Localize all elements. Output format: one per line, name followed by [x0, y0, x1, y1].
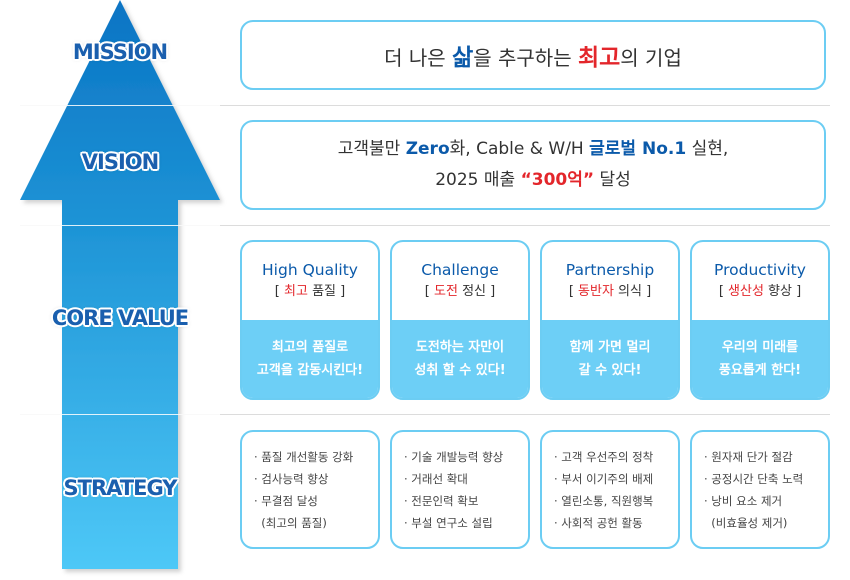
vision-text: 화, Cable & W/H	[449, 139, 590, 159]
vision-highlight-zero: Zero	[405, 139, 450, 159]
strategy-item: · 사회적 공헌 활동	[554, 516, 643, 530]
vision-box: 고객불만 Zero화, Cable & W/H 글로벌 No.1 실현, 202…	[240, 120, 826, 210]
strategy-item: (최고의 품질)	[254, 516, 327, 530]
strategy-box-productivity: · 원자재 단가 절감 · 공정시간 단축 노력 · 낭비 요소 제거 (비효율…	[690, 430, 830, 549]
strategy-item: · 원자재 단가 절감	[704, 450, 793, 464]
card-description: 우리의 미래를 풍요롭게 한다!	[692, 320, 828, 398]
core-value-card-quality: High Quality [ 최고 품질 ] 최고의 품질로 고객을 감동시킨다…	[240, 240, 380, 400]
strategy-item: · 고객 우선주의 정착	[554, 450, 654, 464]
strategy-box-quality: · 품질 개선활동 강화 · 검사능력 향상 · 무결점 달성 (최고의 품질)	[240, 430, 380, 549]
strategy-item: · 전문인력 확보	[404, 494, 479, 508]
strategy-item: · 거래선 확대	[404, 472, 468, 486]
card-subtitle: [ 최고 품질 ]	[274, 284, 346, 299]
strategy-item: · 낭비 요소 제거	[704, 494, 783, 508]
vision-text: 달성	[594, 170, 631, 190]
vision-text: 2025 매출	[435, 170, 521, 190]
strategy-box-partnership: · 고객 우선주의 정착 · 부서 이기주의 배제 · 열린소통, 직원행복 ·…	[540, 430, 680, 549]
strategy-item: · 부설 연구소 설립	[404, 516, 493, 530]
card-description: 도전하는 자만이 성취 할 수 있다!	[392, 320, 528, 398]
arrow-up-icon	[20, 0, 220, 569]
mission-text: 을 추구하는	[473, 46, 578, 70]
arrow-graphic	[0, 0, 240, 580]
strategy-item: · 부서 이기주의 배제	[554, 472, 654, 486]
mission-statement: 더 나은 삶을 추구하는 최고의 기업	[384, 38, 682, 72]
strategy-box-challenge: · 기술 개발능력 향상 · 거래선 확대 · 전문인력 확보 · 부설 연구소…	[390, 430, 530, 549]
strategy-item: · 열린소통, 직원행복	[554, 494, 654, 508]
strategy-item: · 무결점 달성	[254, 494, 318, 508]
core-value-card-productivity: Productivity [ 생산성 향상 ] 우리의 미래를 풍요롭게 한다!	[690, 240, 830, 400]
strategy-label: STRATEGY	[63, 476, 178, 500]
divider-vision-corevalue	[20, 225, 830, 226]
vision-text: 고객불만	[337, 139, 406, 159]
vision-line-2: 2025 매출 “300억” 달성	[435, 165, 631, 196]
strategy-item: · 공정시간 단축 노력	[704, 472, 804, 486]
mission-label: MISSION	[72, 40, 168, 64]
core-value-card-challenge: Challenge [ 도전 정신 ] 도전하는 자만이 성취 할 수 있다!	[390, 240, 530, 400]
card-title: Productivity	[714, 261, 806, 279]
card-subtitle: [ 생산성 향상 ]	[718, 284, 802, 299]
divider-corevalue-strategy	[20, 414, 830, 415]
strategy-item: (비효율성 제거)	[704, 516, 788, 530]
mission-box: 더 나은 삶을 추구하는 최고의 기업	[240, 20, 826, 90]
card-subtitle: [ 도전 정신 ]	[424, 284, 496, 299]
mission-highlight-best: 최고	[577, 45, 621, 71]
mission-text: 더 나은	[384, 46, 453, 70]
strategy-item: · 품질 개선활동 강화	[254, 450, 354, 464]
strategy-item: · 기술 개발능력 향상	[404, 450, 504, 464]
card-description: 최고의 품질로 고객을 감동시킨다!	[242, 320, 378, 398]
card-description: 함께 가면 멀리 갈 수 있다!	[542, 320, 678, 398]
card-title: Partnership	[565, 261, 655, 279]
mission-highlight-life: 삶	[452, 45, 474, 71]
vision-text: 실현,	[686, 139, 729, 159]
vision-highlight-global: 글로벌 No.1	[589, 139, 687, 159]
mission-text: 의 기업	[620, 46, 682, 70]
vision-highlight-revenue: “300억”	[520, 170, 595, 190]
core-value-card-partnership: Partnership [ 동반자 의식 ] 함께 가면 멀리 갈 수 있다!	[540, 240, 680, 400]
card-title: Challenge	[421, 261, 499, 279]
core-value-label: CORE VALUE	[51, 306, 189, 330]
card-subtitle: [ 동반자 의식 ]	[568, 284, 652, 299]
strategy-item: · 검사능력 향상	[254, 472, 329, 486]
divider-mission-vision	[20, 105, 830, 106]
vision-line-1: 고객불만 Zero화, Cable & W/H 글로벌 No.1 실현,	[338, 134, 729, 165]
vision-label: VISION	[81, 150, 159, 174]
card-title: High Quality	[262, 261, 358, 279]
